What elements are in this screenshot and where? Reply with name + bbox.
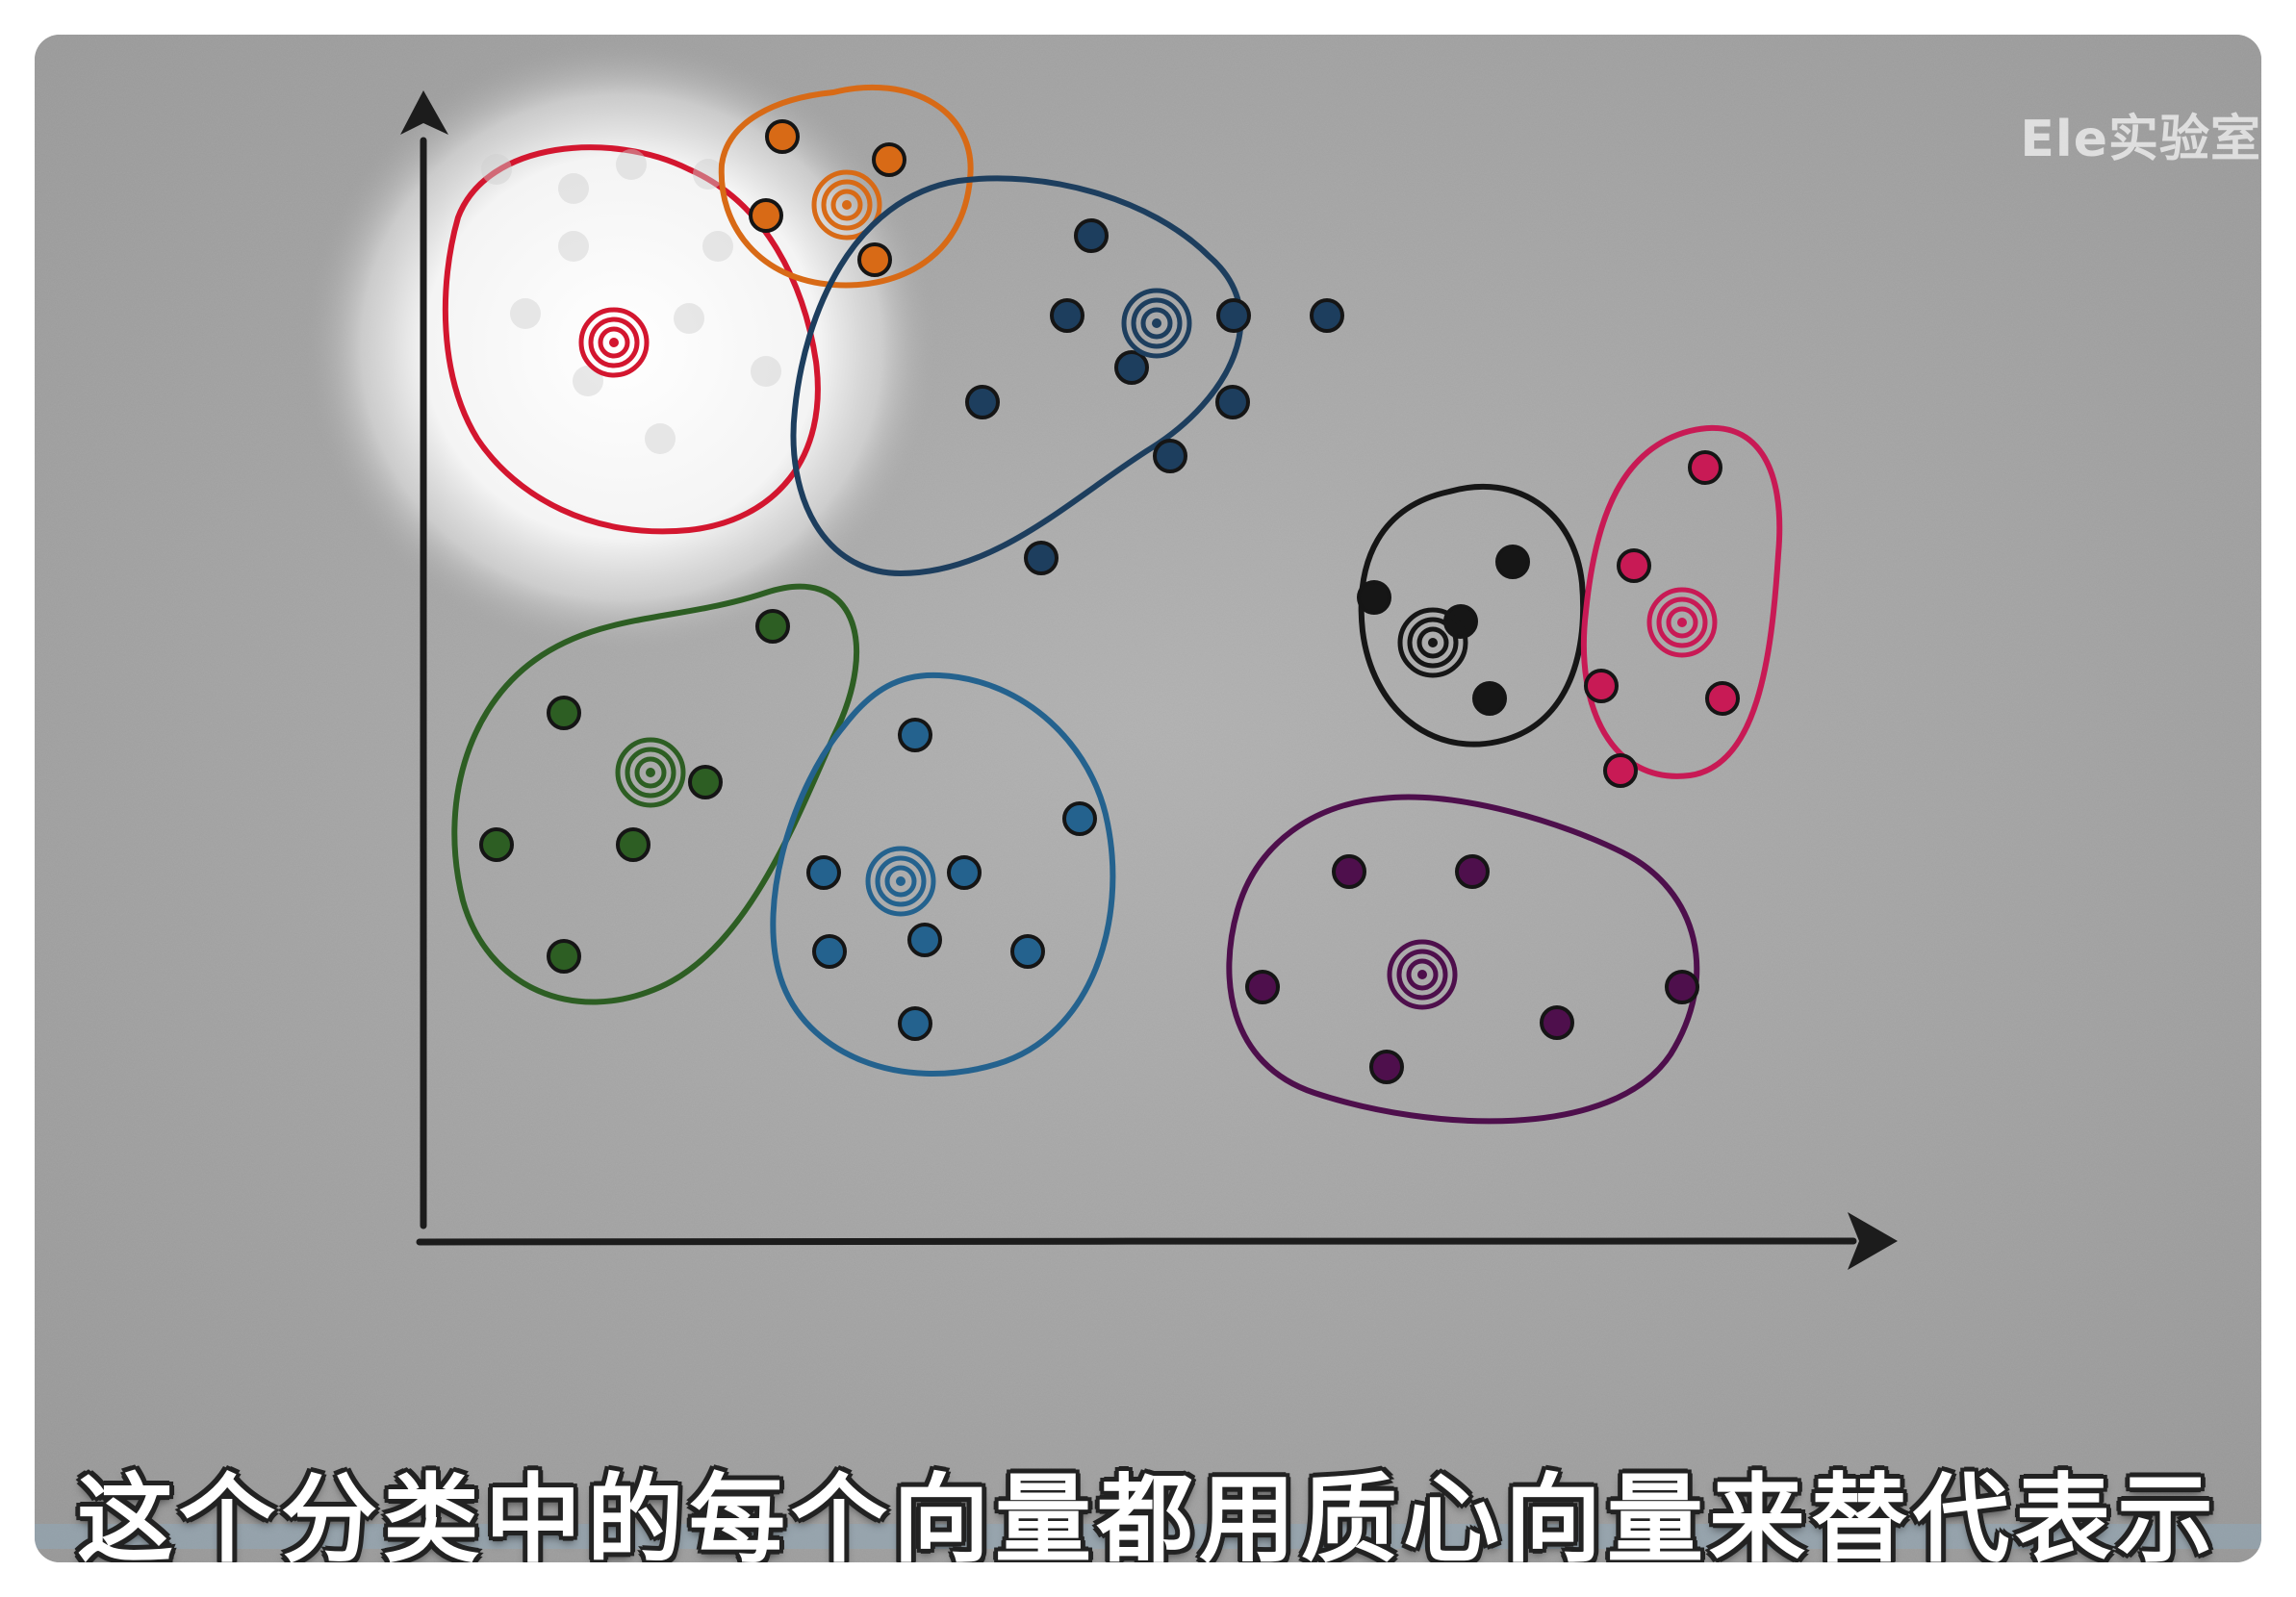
subtitle-caption: 这个分类中的每个向量都用质心向量来替代表示 <box>77 1463 2219 1562</box>
data-point <box>1216 298 1251 333</box>
centroid-target-icon <box>578 307 650 378</box>
centroid-target-icon <box>865 846 936 917</box>
spotlight <box>304 39 939 655</box>
data-point <box>907 923 942 957</box>
faded-data-point <box>702 231 733 262</box>
data-point <box>1617 548 1651 583</box>
centroid-target-icon <box>1121 288 1192 359</box>
data-point <box>1074 218 1109 253</box>
data-point <box>1665 970 1699 1004</box>
progress-strip <box>35 1524 2261 1549</box>
data-point <box>872 142 906 177</box>
data-point <box>857 242 892 277</box>
data-point <box>1310 298 1344 333</box>
data-point <box>1215 385 1250 419</box>
cluster-black <box>1357 484 1587 748</box>
data-point <box>688 765 723 799</box>
channel-watermark: Ele实验室 <box>2020 111 2261 168</box>
data-point <box>1495 545 1530 579</box>
clusters <box>442 84 1783 1125</box>
data-point <box>898 1006 932 1041</box>
data-point <box>1153 439 1187 473</box>
data-point <box>1455 854 1490 889</box>
faded-data-point <box>616 149 647 180</box>
data-point <box>1688 450 1722 485</box>
cluster-outline <box>451 583 860 1005</box>
cluster-dark-blue <box>790 175 1344 576</box>
faded-data-point <box>645 423 676 454</box>
data-point <box>1062 801 1097 836</box>
data-point <box>812 934 847 969</box>
data-point <box>1540 1005 1574 1040</box>
cluster-outline <box>790 175 1244 576</box>
data-point <box>1332 854 1366 889</box>
y-axis-arrow-head-icon <box>400 90 448 135</box>
cluster-outline <box>1358 484 1587 748</box>
data-point <box>1705 681 1740 716</box>
data-point <box>616 827 651 862</box>
centroid-target-icon <box>1397 607 1468 678</box>
faded-data-point <box>674 303 704 334</box>
cluster-red <box>442 144 821 535</box>
cluster-orange <box>718 84 974 289</box>
cluster-purple <box>1226 794 1700 1125</box>
data-point <box>1024 541 1059 575</box>
cluster-outline <box>1226 794 1700 1125</box>
centroid-target-icon <box>1646 587 1718 658</box>
data-point <box>947 855 982 890</box>
faded-data-point <box>558 173 589 204</box>
data-point <box>1357 580 1391 615</box>
data-point <box>965 385 1000 419</box>
data-point <box>1472 681 1507 716</box>
x-axis <box>416 1236 1857 1247</box>
faded-data-point <box>573 366 603 396</box>
data-point <box>1245 970 1280 1004</box>
cluster-diagram <box>35 35 2261 1562</box>
data-point <box>547 696 581 730</box>
video-frame: Ele实验室 这个分类中的每个向量都用质心向量来替代表示 <box>35 35 2261 1562</box>
data-point <box>1584 669 1619 703</box>
cluster-green <box>451 583 860 1005</box>
data-point <box>479 827 514 862</box>
data-point <box>755 609 790 644</box>
centroid-target-icon <box>1387 939 1458 1010</box>
data-point <box>749 198 783 233</box>
faded-data-point <box>558 231 589 262</box>
y-axis <box>419 137 427 1229</box>
faded-data-point <box>510 298 541 329</box>
axes <box>400 90 1898 1270</box>
data-point <box>806 855 841 890</box>
data-point <box>765 119 800 154</box>
cluster-outline <box>770 672 1116 1077</box>
faded-data-point <box>751 356 781 387</box>
cluster-outline <box>1580 424 1783 779</box>
data-point <box>1369 1050 1404 1084</box>
faded-data-point <box>693 159 724 190</box>
cluster-pink <box>1580 424 1783 788</box>
data-point <box>898 718 932 752</box>
faded-data-point <box>481 154 512 185</box>
data-point <box>1603 753 1638 788</box>
data-point <box>1114 350 1149 385</box>
x-axis-arrow-head-icon <box>1848 1212 1898 1270</box>
centroid-target-icon <box>615 737 686 808</box>
data-point <box>1050 298 1084 333</box>
data-point <box>547 939 581 974</box>
data-point <box>1010 934 1045 969</box>
cluster-blue <box>770 672 1116 1077</box>
cluster-outline <box>718 84 974 289</box>
centroid-target-icon <box>811 169 882 241</box>
